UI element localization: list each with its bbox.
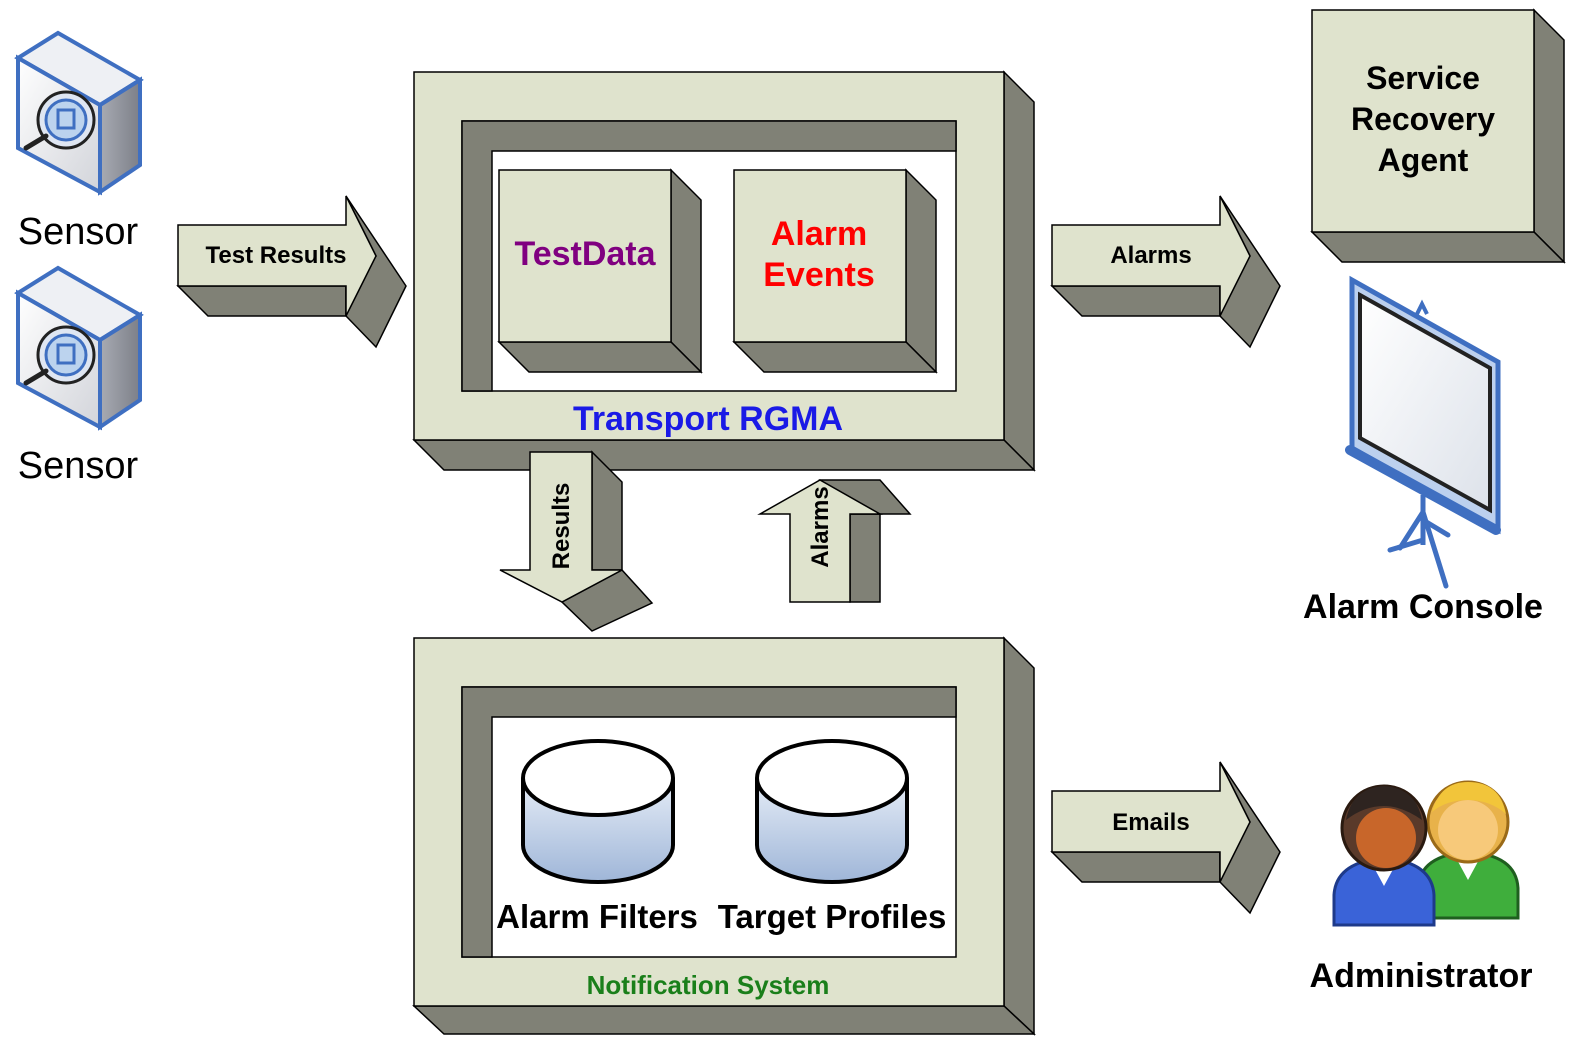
alarm-events-label-line1: Alarm	[771, 215, 867, 253]
alarms-up-arrow: Alarms	[757, 479, 912, 603]
transport-rgma-title: Transport RGMA	[573, 400, 843, 438]
alarms-up-label: Alarms	[807, 486, 834, 567]
transport-rgma-box: TestData Alarm Events Transport RGMA	[412, 70, 1036, 472]
alarm-console: Alarm Console	[1303, 275, 1543, 626]
sensor-label: Sensor	[18, 445, 139, 487]
results-down-arrow: Results	[499, 450, 654, 632]
notification-system-box: Alarm Filters Target Profiles Notificati…	[412, 636, 1036, 1036]
users-group-icon	[1332, 780, 1520, 927]
target-profiles-database-icon	[755, 739, 909, 884]
sensor-server-icon	[14, 265, 144, 431]
administrator-label: Administrator	[1310, 957, 1533, 995]
service-recovery-agent-box: Service Recovery Agent	[1310, 8, 1566, 264]
sensor-2: Sensor	[14, 265, 144, 487]
service-recovery-line2: Recovery	[1351, 101, 1495, 137]
service-recovery-line3: Agent	[1378, 142, 1469, 178]
emails-arrow: Emails	[1050, 761, 1281, 915]
sensor-1: Sensor	[14, 30, 144, 253]
testdata-label: TestData	[514, 235, 656, 273]
alarm-console-label: Alarm Console	[1303, 588, 1543, 626]
sensor-server-icon	[14, 30, 144, 196]
service-recovery-line1: Service	[1366, 60, 1480, 96]
projector-screen-icon	[1345, 275, 1501, 589]
notification-system-title: Notification System	[587, 970, 830, 1000]
results-label: Results	[548, 483, 575, 570]
emails-label: Emails	[1112, 809, 1189, 836]
alarm-events-label-line2: Events	[763, 256, 875, 294]
test-results-arrow: Test Results	[176, 195, 407, 349]
test-results-label: Test Results	[206, 242, 347, 269]
alarm-filters-database-icon	[521, 739, 675, 884]
administrator: Administrator	[1310, 780, 1533, 995]
testdata-box: TestData	[497, 168, 703, 374]
alarm-events-box: Alarm Events	[732, 168, 938, 374]
target-profiles-label: Target Profiles	[718, 898, 947, 935]
alarms-out-arrow: Alarms	[1050, 195, 1281, 349]
alarm-filters-label: Alarm Filters	[496, 898, 698, 935]
alarms-out-label: Alarms	[1110, 242, 1191, 269]
sensor-label: Sensor	[18, 211, 139, 253]
